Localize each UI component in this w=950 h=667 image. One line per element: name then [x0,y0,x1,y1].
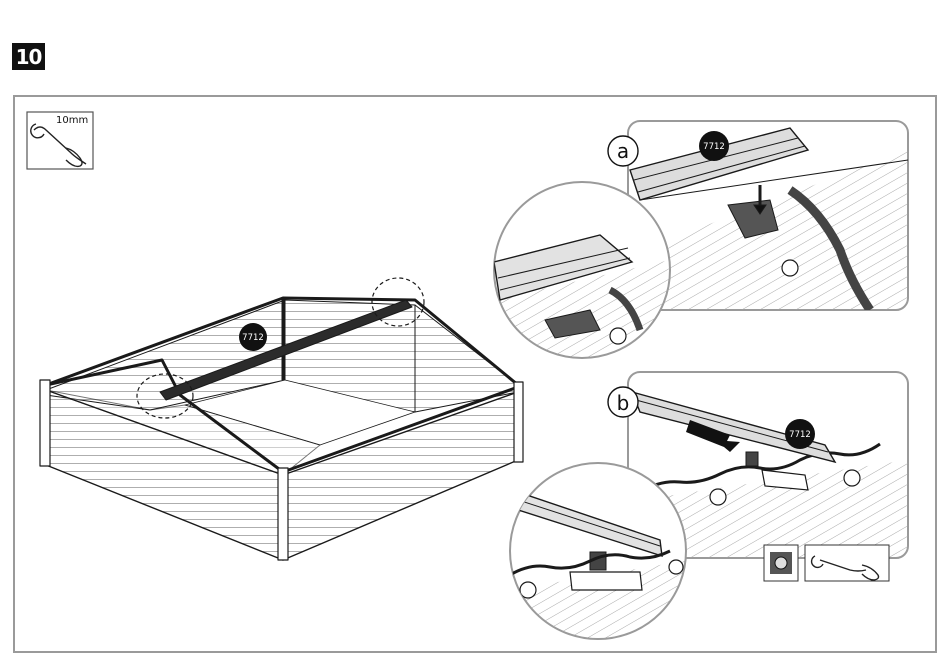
nut-detail [764,545,798,581]
wrench-detail [805,545,889,581]
callout-b-label: b [617,391,630,415]
part-code-main: 7712 [242,333,264,343]
part-code-a: 7712 [703,142,725,152]
part-code-b: 7712 [789,430,811,440]
tool-box: 10mm [27,112,93,169]
callout-a-label: a [617,139,629,163]
magnifier-a [494,182,670,360]
part-tag-main: 7712 [239,323,267,351]
part-tag-a: 7712 [699,131,729,161]
part-tag-b: 7712 [785,419,815,449]
raised-bed-assembly [40,278,523,560]
tool-size-label: 10mm [56,115,88,126]
